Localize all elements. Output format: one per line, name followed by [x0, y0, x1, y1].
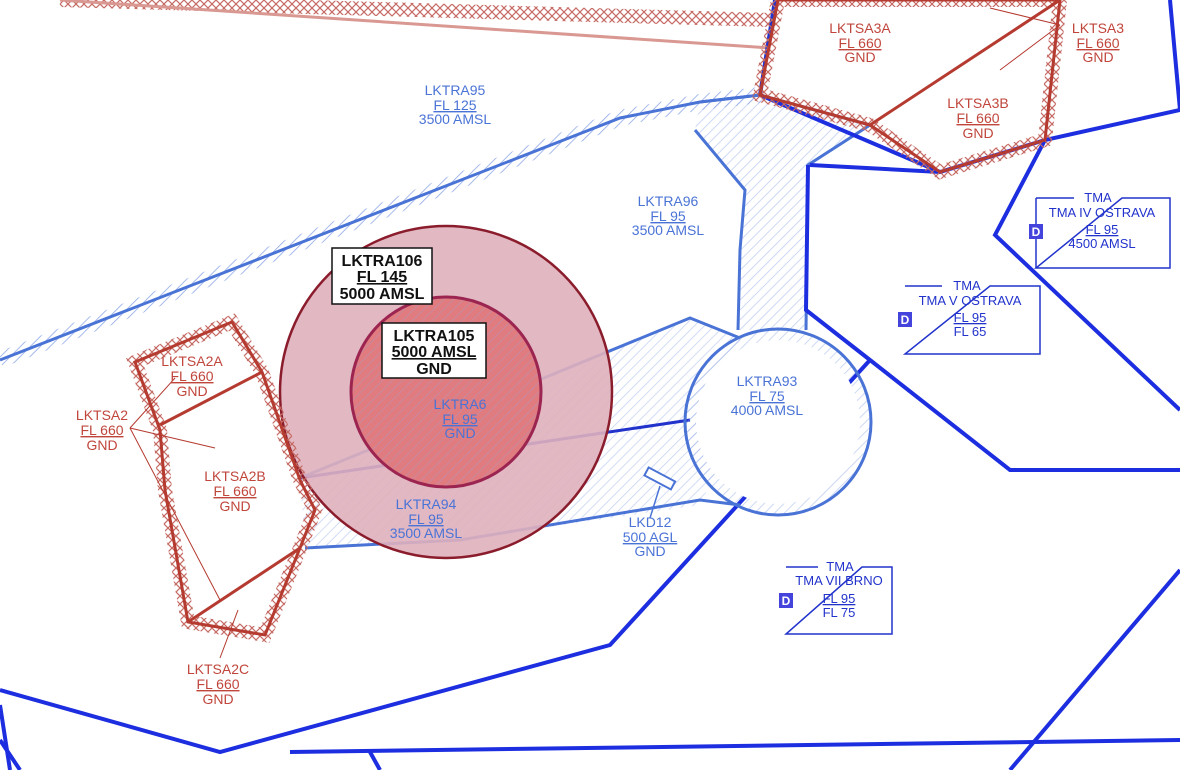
svg-text:GND: GND — [844, 49, 875, 65]
svg-text:FL 660: FL 660 — [196, 676, 239, 692]
svg-text:TMA V OSTRAVA: TMA V OSTRAVA — [919, 293, 1022, 308]
svg-text:FL 95: FL 95 — [1086, 222, 1119, 237]
svg-text:LKTSA2: LKTSA2 — [76, 407, 128, 423]
svg-text:GND: GND — [962, 125, 993, 141]
svg-text:FL 95: FL 95 — [823, 591, 856, 606]
svg-text:FL 660: FL 660 — [170, 368, 213, 384]
svg-text:LKTRA94: LKTRA94 — [396, 496, 457, 512]
svg-text:LKTRA106: LKTRA106 — [342, 253, 423, 270]
svg-text:D: D — [1032, 225, 1041, 239]
svg-text:GND: GND — [634, 543, 665, 559]
tma-box-ostrava-4: TMA TMA IV OSTRAVA FL 95 4500 AMSL D — [1029, 190, 1171, 269]
svg-text:LKTSA2C: LKTSA2C — [187, 661, 249, 677]
label-lktra96: LKTRA96 FL 95 3500 AMSL — [632, 193, 705, 238]
svg-text:3500 AMSL: 3500 AMSL — [390, 525, 463, 541]
svg-text:FL 75: FL 75 — [823, 605, 856, 620]
svg-text:D: D — [782, 594, 791, 608]
svg-text:3500 AMSL: 3500 AMSL — [632, 222, 705, 238]
svg-text:LKTRA96: LKTRA96 — [638, 193, 699, 209]
label-lktra106: LKTRA106 FL 145 5000 AMSL — [331, 247, 433, 305]
svg-text:LKTSA3: LKTSA3 — [1072, 20, 1124, 36]
lktsa3-areas — [751, 0, 1068, 180]
svg-text:FL 95: FL 95 — [442, 411, 477, 427]
class-d-badge — [898, 312, 912, 327]
svg-text:D: D — [901, 313, 910, 327]
label-lktsa3a: LKTSA3A FL 660 GND — [829, 20, 891, 65]
svg-text:FL 660: FL 660 — [80, 422, 123, 438]
label-lktra93: LKTRA93 FL 75 4000 AMSL — [731, 373, 804, 418]
tma-box-brno-7: TMA TMA VII BRNO FL 95 FL 75 D — [779, 559, 893, 635]
tma-box-ostrava-5: TMA TMA V OSTRAVA FL 95 FL 65 D — [898, 278, 1041, 355]
svg-text:GND: GND — [202, 691, 233, 707]
class-d-badge — [1029, 224, 1043, 239]
label-lktra105: LKTRA105 5000 AMSL GND — [381, 322, 487, 379]
svg-text:FL 75: FL 75 — [749, 388, 784, 404]
svg-text:GND: GND — [86, 437, 117, 453]
class-d-badge — [779, 593, 793, 608]
label-lktsa3: LKTSA3 FL 660 GND — [1072, 20, 1124, 65]
svg-text:LKTSA2A: LKTSA2A — [161, 353, 223, 369]
svg-text:FL 95: FL 95 — [650, 208, 685, 224]
svg-text:FL 660: FL 660 — [838, 35, 881, 51]
svg-text:3500 AMSL: 3500 AMSL — [419, 111, 492, 127]
svg-text:LKTRA6: LKTRA6 — [434, 396, 487, 412]
svg-text:TMA: TMA — [953, 278, 981, 293]
svg-text:FL 65: FL 65 — [954, 324, 987, 339]
svg-text:LKTSA3A: LKTSA3A — [829, 20, 891, 36]
svg-text:4000 AMSL: 4000 AMSL — [731, 402, 804, 418]
svg-text:FL 145: FL 145 — [357, 269, 408, 286]
svg-text:TMA VII BRNO: TMA VII BRNO — [795, 573, 882, 588]
svg-text:GND: GND — [1082, 49, 1113, 65]
svg-text:LKTSA3B: LKTSA3B — [947, 95, 1008, 111]
svg-text:GND: GND — [219, 498, 250, 514]
svg-text:FL 660: FL 660 — [213, 483, 256, 499]
svg-text:TMA IV OSTRAVA: TMA IV OSTRAVA — [1049, 205, 1156, 220]
svg-text:GND: GND — [444, 425, 475, 441]
label-lkd12: LKD12 500 AGL GND — [623, 514, 678, 559]
label-lktsa2: LKTSA2 FL 660 GND — [76, 407, 128, 453]
svg-text:500 AGL: 500 AGL — [623, 529, 678, 545]
label-lktsa2b: LKTSA2B FL 660 GND — [204, 468, 265, 514]
svg-text:LKTSA2B: LKTSA2B — [204, 468, 265, 484]
label-lktra6: LKTRA6 FL 95 GND — [434, 396, 487, 441]
svg-text:TMA: TMA — [826, 559, 854, 574]
svg-text:FL 660: FL 660 — [956, 110, 999, 126]
svg-text:GND: GND — [176, 383, 207, 399]
svg-text:4500 AMSL: 4500 AMSL — [1068, 236, 1135, 251]
svg-text:5000 AMSL: 5000 AMSL — [340, 286, 425, 303]
svg-text:LKTRA95: LKTRA95 — [425, 82, 486, 98]
svg-text:LKTRA93: LKTRA93 — [737, 373, 798, 389]
svg-text:FL 125: FL 125 — [433, 97, 476, 113]
label-lktra95: LKTRA95 FL 125 3500 AMSL — [419, 82, 492, 127]
lktsa-north-boundary — [59, 0, 771, 50]
label-lktsa2a: LKTSA2A FL 660 GND — [161, 353, 223, 399]
label-lktsa3b: LKTSA3B FL 660 GND — [947, 95, 1008, 141]
svg-text:GND: GND — [416, 361, 452, 378]
svg-text:LKTRA105: LKTRA105 — [394, 328, 475, 345]
label-lktra94: LKTRA94 FL 95 3500 AMSL — [390, 496, 463, 541]
lktsa2-areas — [126, 313, 323, 659]
svg-text:FL 95: FL 95 — [954, 310, 987, 325]
svg-text:TMA: TMA — [1084, 190, 1112, 205]
svg-text:LKD12: LKD12 — [629, 514, 672, 530]
lktra93-area — [683, 327, 873, 517]
svg-text:FL 660: FL 660 — [1076, 35, 1119, 51]
svg-text:5000 AMSL: 5000 AMSL — [392, 344, 477, 361]
label-lktsa2c: LKTSA2C FL 660 GND — [187, 661, 249, 707]
lkd12-area — [643, 466, 677, 491]
svg-text:FL 95: FL 95 — [408, 511, 443, 527]
